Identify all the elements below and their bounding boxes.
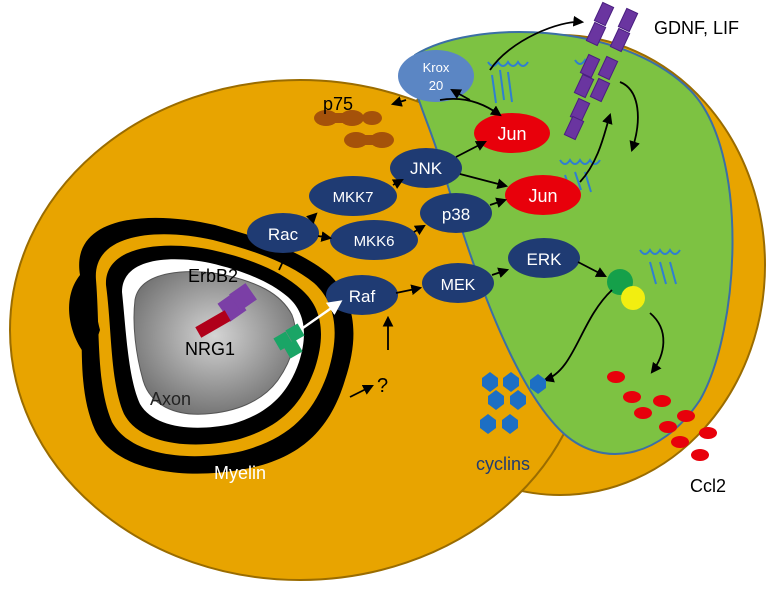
unknown-receptor-to-raf-arrow (299, 300, 343, 332)
p75-receptor (314, 110, 394, 148)
gdnf-lif-molecules (563, 1, 639, 141)
krox20-label-line2: 20 (429, 78, 443, 93)
rac-label: Rac (268, 225, 299, 244)
jun-node-bottom (505, 175, 581, 215)
rac-node (247, 213, 319, 253)
erbb2-label: ErbB2 (188, 266, 238, 286)
mkk6-node (330, 220, 418, 260)
ccl2-label: Ccl2 (690, 476, 726, 496)
krox20-node (398, 50, 474, 102)
jun-label-bottom: Jun (528, 186, 557, 206)
raf-label: Raf (349, 287, 376, 306)
ccl2-particles (607, 371, 717, 461)
myelin-label: Myelin (214, 463, 266, 483)
p38-label: p38 (442, 205, 470, 224)
mkk6-label: MKK6 (354, 233, 395, 250)
mek-node (422, 263, 494, 303)
unknown-input-label: ? (377, 375, 388, 397)
p75-label: p75 (323, 94, 353, 114)
axon-label: Axon (150, 389, 191, 409)
pathway-arrows (277, 15, 665, 398)
jnk-label: JNK (410, 159, 443, 178)
nrg1-label: NRG1 (185, 339, 235, 359)
mkk7-node (309, 176, 397, 216)
jnk-node (390, 148, 462, 188)
nrg1-ligand (195, 310, 231, 338)
unknown-receptor (273, 323, 305, 359)
tf-yellow (621, 286, 645, 310)
axon (133, 271, 296, 415)
cyclins (480, 372, 546, 434)
raf-node (326, 275, 398, 315)
jun-label-top: Jun (497, 124, 526, 144)
erbb2-receptor (217, 283, 257, 322)
krox20-label-line1: Krox (423, 60, 450, 75)
mek-label: MEK (441, 277, 476, 294)
erk-label: ERK (527, 250, 563, 269)
mkk7-label: MKK7 (333, 189, 374, 206)
gdnf-lif-label: GDNF, LIF (654, 18, 739, 38)
erk-node (508, 238, 580, 278)
p38-node (420, 193, 492, 233)
cyclins-label: cyclins (476, 454, 530, 474)
unknown-receptor-label: ? (306, 342, 316, 362)
jun-node-top (474, 113, 550, 153)
